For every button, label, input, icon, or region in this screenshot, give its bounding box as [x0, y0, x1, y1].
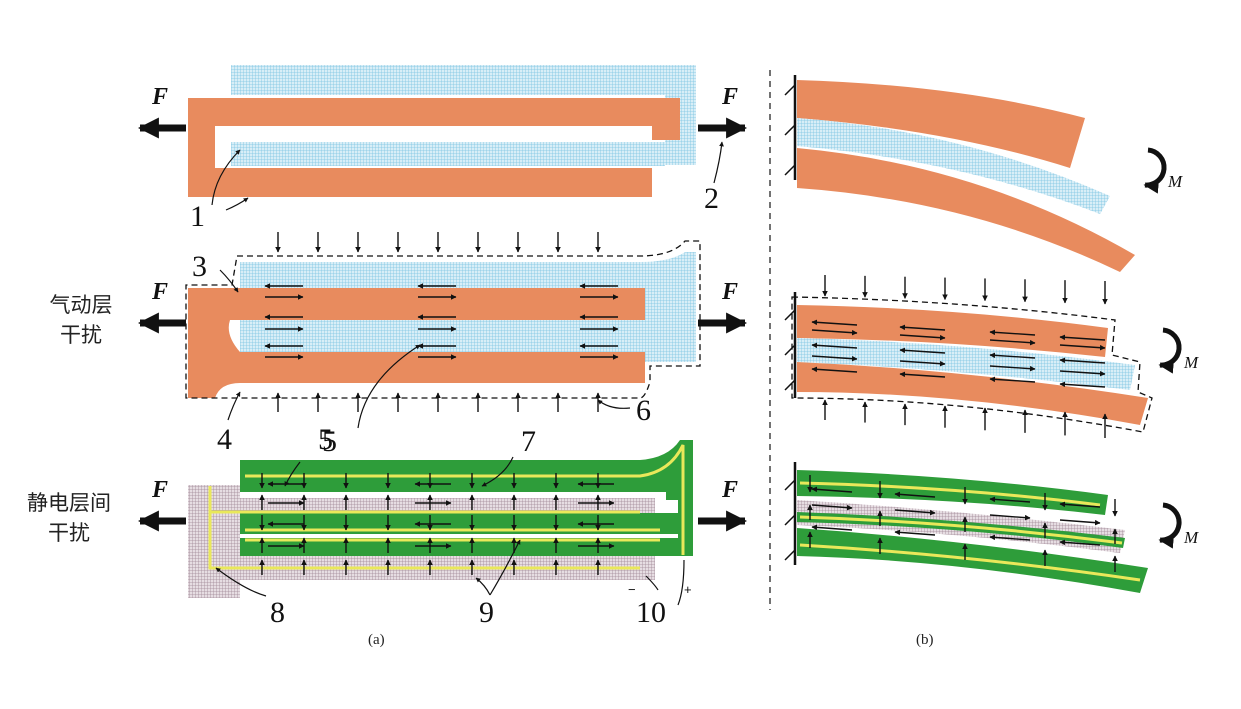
- b2-shear-left: [899, 371, 946, 378]
- moment-label-b1: M: [1167, 172, 1183, 191]
- b2-bag-outline: [791, 296, 1153, 433]
- b1-orange-top: [797, 80, 1085, 168]
- b-row2-pneumatic: M: [784, 275, 1199, 438]
- label-2: 2: [704, 182, 719, 215]
- force-label-left: F: [151, 84, 168, 110]
- force-label-right: F: [721, 84, 738, 110]
- b3-green-top: [797, 470, 1108, 515]
- b3-shear-left: [989, 496, 1031, 503]
- b2-shear-left: [899, 347, 946, 354]
- label-5: 5: [318, 423, 333, 456]
- b3-shear-left: [811, 524, 853, 531]
- electrodes: [208, 444, 685, 570]
- b2-shear-left: [811, 319, 858, 326]
- plus-sign: +: [684, 582, 692, 597]
- b2-shear-left: [989, 352, 1036, 359]
- electrostatic-label: 静电层间 干扰: [14, 488, 124, 548]
- force-label-left-r3: F: [151, 477, 168, 503]
- b3-shear-left: [989, 534, 1031, 541]
- electrostatic-label-line1: 静电层间: [27, 491, 111, 515]
- row3-electrostatic-jamming: F F − + 5 7 8 9 10: [137, 425, 748, 629]
- label-3: 3: [192, 250, 207, 283]
- b2-shear-right: [899, 360, 946, 367]
- label-1: 1: [190, 200, 205, 233]
- moment-label-b2: M: [1183, 353, 1199, 372]
- b2-shear-left: [1059, 334, 1106, 341]
- label-10: 10: [636, 596, 666, 629]
- row2-pneumatic-jamming: F F 3 4 5 6: [137, 232, 748, 456]
- b2-shear-right: [811, 355, 858, 362]
- b2-shear-right: [1059, 344, 1106, 351]
- b3-shear-right: [894, 509, 936, 516]
- orange-fork-layer-r2: [188, 288, 645, 398]
- pneumatic-label-line2: 干扰: [60, 323, 102, 347]
- b3-shear-left: [1059, 501, 1101, 508]
- label-8: 8: [270, 596, 285, 629]
- caption-b: (b): [916, 632, 934, 648]
- label-7: 7: [521, 425, 536, 458]
- moment-arrow-b2: [1158, 327, 1182, 374]
- b2-arrows: [811, 275, 1108, 438]
- force-label-right-r2: F: [721, 279, 738, 305]
- blue-mesh-layer-top: [231, 65, 696, 95]
- label-9: 9: [479, 596, 494, 629]
- b2-shear-left: [899, 324, 946, 331]
- b2-shear-left: [811, 366, 858, 373]
- b3-shear-right: [989, 514, 1031, 521]
- row1-basic-structure: F F 1 2: [137, 65, 748, 233]
- minus-sign: −: [628, 582, 636, 597]
- label-6: 6: [636, 394, 651, 427]
- b3-shear-left: [894, 491, 936, 498]
- label-4: 4: [217, 423, 232, 456]
- green-fork-layer: [240, 440, 693, 556]
- moment-arrow-b1: [1143, 147, 1167, 194]
- b3-shear-right: [1059, 519, 1101, 526]
- b3-shear-right: [811, 504, 853, 511]
- blue-mesh-inner: [231, 142, 665, 166]
- b2-shear-right: [1059, 370, 1106, 377]
- b2-orange-bottom: [797, 362, 1148, 425]
- b2-shear-left: [989, 376, 1036, 383]
- b2-shear-right: [899, 334, 946, 341]
- force-arrows-r3: [259, 473, 615, 575]
- pneumatic-label-line1: 气动层: [49, 293, 113, 317]
- force-label-left-r2: F: [151, 279, 168, 305]
- pneumatic-label: 气动层 干扰: [36, 290, 126, 350]
- b1-orange-bottom: [797, 148, 1135, 272]
- electrostatic-label-line2: 干扰: [48, 521, 90, 545]
- b2-shear-right: [989, 365, 1036, 372]
- b3-shear-left: [1059, 539, 1101, 546]
- b-row1-bending: M: [784, 75, 1183, 272]
- b2-shear-left: [1059, 381, 1106, 388]
- pressure-arrows-r2: [264, 232, 619, 412]
- b2-blue-mid: [797, 338, 1135, 390]
- b2-shear-left: [811, 342, 858, 349]
- b2-shear-right: [989, 339, 1036, 346]
- b3-shear-left: [811, 486, 853, 493]
- b2-shear-left: [1059, 357, 1106, 364]
- b3-shear-left: [894, 529, 936, 536]
- moment-arrow-b3: [1158, 502, 1182, 549]
- b2-shear-left: [989, 329, 1036, 336]
- label-5-r3: 5: [322, 425, 337, 458]
- b1-blue-mid: [797, 118, 1110, 214]
- caption-a: (a): [368, 632, 385, 648]
- b3-arrows: [807, 475, 1118, 572]
- vacuum-bag-outline: [185, 240, 701, 399]
- b2-shear-right: [811, 329, 858, 336]
- orange-fork-layer: [188, 98, 680, 197]
- force-label-right-r3: F: [721, 477, 738, 503]
- b-row3-electrostatic: M: [784, 462, 1199, 593]
- moment-label-b3: M: [1183, 528, 1199, 547]
